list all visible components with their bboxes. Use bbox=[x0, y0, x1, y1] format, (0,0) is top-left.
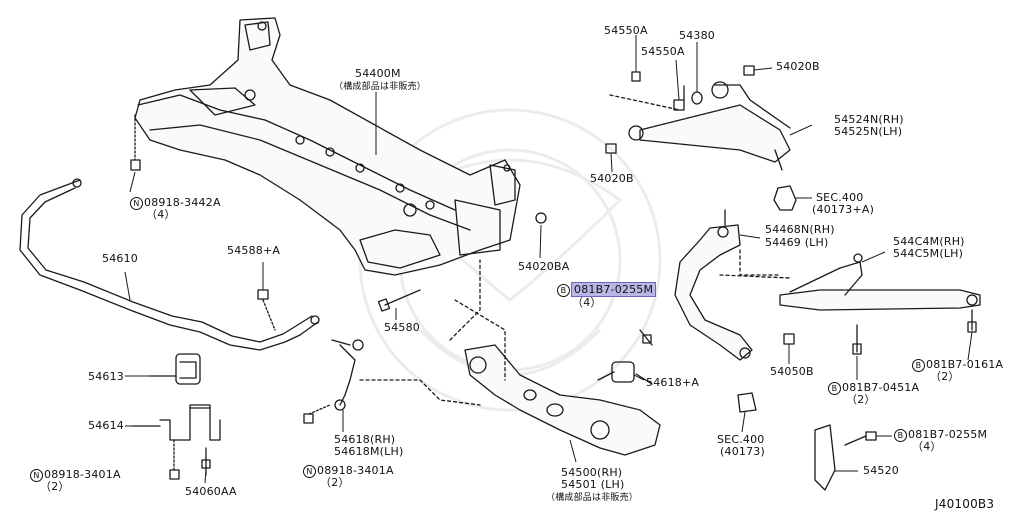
nut-08918-3442A bbox=[130, 114, 141, 171]
label-081B7-0161A-qty: （2） bbox=[930, 370, 960, 383]
boot-sec400-top bbox=[773, 185, 797, 211]
label-sec400-lower[interactable]: SEC.400 bbox=[717, 433, 765, 446]
label-54580[interactable]: 54580 bbox=[384, 321, 420, 334]
nut-08918-3401A-mid bbox=[303, 404, 331, 424]
label-544C5M[interactable]: 544C5M(LH) bbox=[893, 247, 964, 260]
knuckle-54468N bbox=[674, 209, 753, 361]
nut-54588A bbox=[257, 289, 276, 331]
dashed-guides bbox=[359, 249, 781, 406]
label-544C4M[interactable]: 544C4M(RH) bbox=[893, 235, 965, 248]
label-08918-3401A-left-qty: （2） bbox=[40, 480, 70, 493]
label-54020B-left[interactable]: 54020B bbox=[590, 172, 634, 185]
label-54380[interactable]: 54380 bbox=[679, 29, 715, 42]
bushing-54613 bbox=[149, 353, 201, 385]
label-54610[interactable]: 54610 bbox=[102, 252, 138, 265]
label-54550A-2[interactable]: 54550A bbox=[641, 45, 685, 58]
label-081B7-0451A-qty: （2） bbox=[846, 393, 876, 406]
diagram-id: J40100B3 bbox=[935, 497, 995, 511]
label-081B7-0255M-highlighted-qty: （4） bbox=[572, 296, 602, 309]
label-54618-rh[interactable]: 54618(RH) bbox=[334, 433, 396, 446]
label-54520[interactable]: 54520 bbox=[863, 464, 899, 477]
lower-arm-54500 bbox=[464, 344, 661, 456]
n-symbol-icon: N bbox=[130, 197, 143, 210]
label-54020B-top[interactable]: 54020B bbox=[776, 60, 820, 73]
label-54524N[interactable]: 54524N(RH) bbox=[834, 113, 904, 126]
leader-lines bbox=[124, 35, 973, 484]
label-081B7-0255M-bracket-qty: （4） bbox=[912, 440, 942, 453]
tension-rod-544C4M bbox=[719, 253, 981, 311]
subframe-54400M bbox=[134, 17, 521, 276]
bolt-081B7-0161A bbox=[967, 309, 977, 333]
part-number: 08918-3442A bbox=[144, 196, 221, 209]
b-symbol-icon: B bbox=[828, 382, 841, 395]
upper-arm-54524N bbox=[628, 81, 791, 171]
b-symbol-icon: B bbox=[912, 359, 925, 372]
bracket-54520 bbox=[814, 424, 877, 491]
label-sec400-upper-ref: (40173+A) bbox=[812, 203, 875, 216]
label-54469[interactable]: 54469 (LH) bbox=[765, 236, 829, 249]
boot-sec400-bottom bbox=[737, 392, 757, 413]
bolt-081B7-0451A bbox=[852, 324, 862, 355]
part-number: 081B7-0255M bbox=[908, 428, 988, 441]
bolt-54020BA bbox=[535, 212, 547, 224]
label-54618M-lh[interactable]: 54618M(LH) bbox=[334, 445, 404, 458]
label-54050B[interactable]: 54050B bbox=[770, 365, 814, 378]
label-54501-lh[interactable]: 54501 (LH) bbox=[561, 478, 625, 491]
label-08918-3442A-qty: （4） bbox=[146, 208, 176, 221]
label-54614[interactable]: 54614 bbox=[88, 419, 124, 432]
label-08918-3401A-mid-qty: （2） bbox=[320, 476, 350, 489]
washer-54380 bbox=[691, 91, 703, 105]
part-number: 08918-3401A bbox=[317, 464, 394, 477]
bushing-54618A bbox=[597, 361, 653, 385]
label-sec400-lower-ref: (40173) bbox=[720, 445, 765, 458]
n-symbol-icon: N bbox=[30, 469, 43, 482]
nut-54050B bbox=[783, 333, 795, 345]
b-symbol-icon: B bbox=[894, 429, 907, 442]
bolt-54580 bbox=[377, 289, 421, 312]
bolt-081B7-0255M-center bbox=[639, 329, 653, 346]
part-number: 081B7-0451A bbox=[842, 381, 920, 394]
label-54588A[interactable]: 54588+A bbox=[227, 244, 281, 257]
label-54500-rh[interactable]: 54500(RH) bbox=[561, 466, 623, 479]
nut-08918-3401A-left bbox=[169, 439, 180, 480]
nut-54020B-top bbox=[743, 65, 755, 76]
label-54618A[interactable]: 54618+A bbox=[646, 376, 700, 389]
label-54500-note: （構成部品は非販売） bbox=[546, 493, 639, 503]
part-number-highlighted: 081B7-0255M bbox=[571, 282, 657, 297]
stabilizer-bar-54610 bbox=[19, 178, 320, 351]
label-54468N[interactable]: 54468N(RH) bbox=[765, 223, 835, 236]
label-54400M[interactable]: 54400M bbox=[355, 67, 401, 80]
label-54525N[interactable]: 54525N(LH) bbox=[834, 125, 903, 138]
label-sec400-upper[interactable]: SEC.400 bbox=[816, 191, 864, 204]
stabilizer-link-54618 bbox=[331, 339, 364, 411]
label-54400M-note: （構成部品は非販売） bbox=[334, 82, 427, 92]
label-54613[interactable]: 54613 bbox=[88, 370, 124, 383]
label-54020BA[interactable]: 54020BA bbox=[518, 260, 570, 273]
label-54060AA[interactable]: 54060AA bbox=[185, 485, 237, 498]
part-number: 081B7-0161A bbox=[926, 358, 1004, 371]
n-symbol-icon: N bbox=[303, 465, 316, 478]
clamp-54614 bbox=[131, 404, 221, 441]
bolt-54550A bbox=[609, 71, 685, 111]
label-54550A-1[interactable]: 54550A bbox=[604, 24, 648, 37]
part-number: 08918-3401A bbox=[44, 468, 121, 481]
b-symbol-icon: B bbox=[557, 284, 570, 297]
